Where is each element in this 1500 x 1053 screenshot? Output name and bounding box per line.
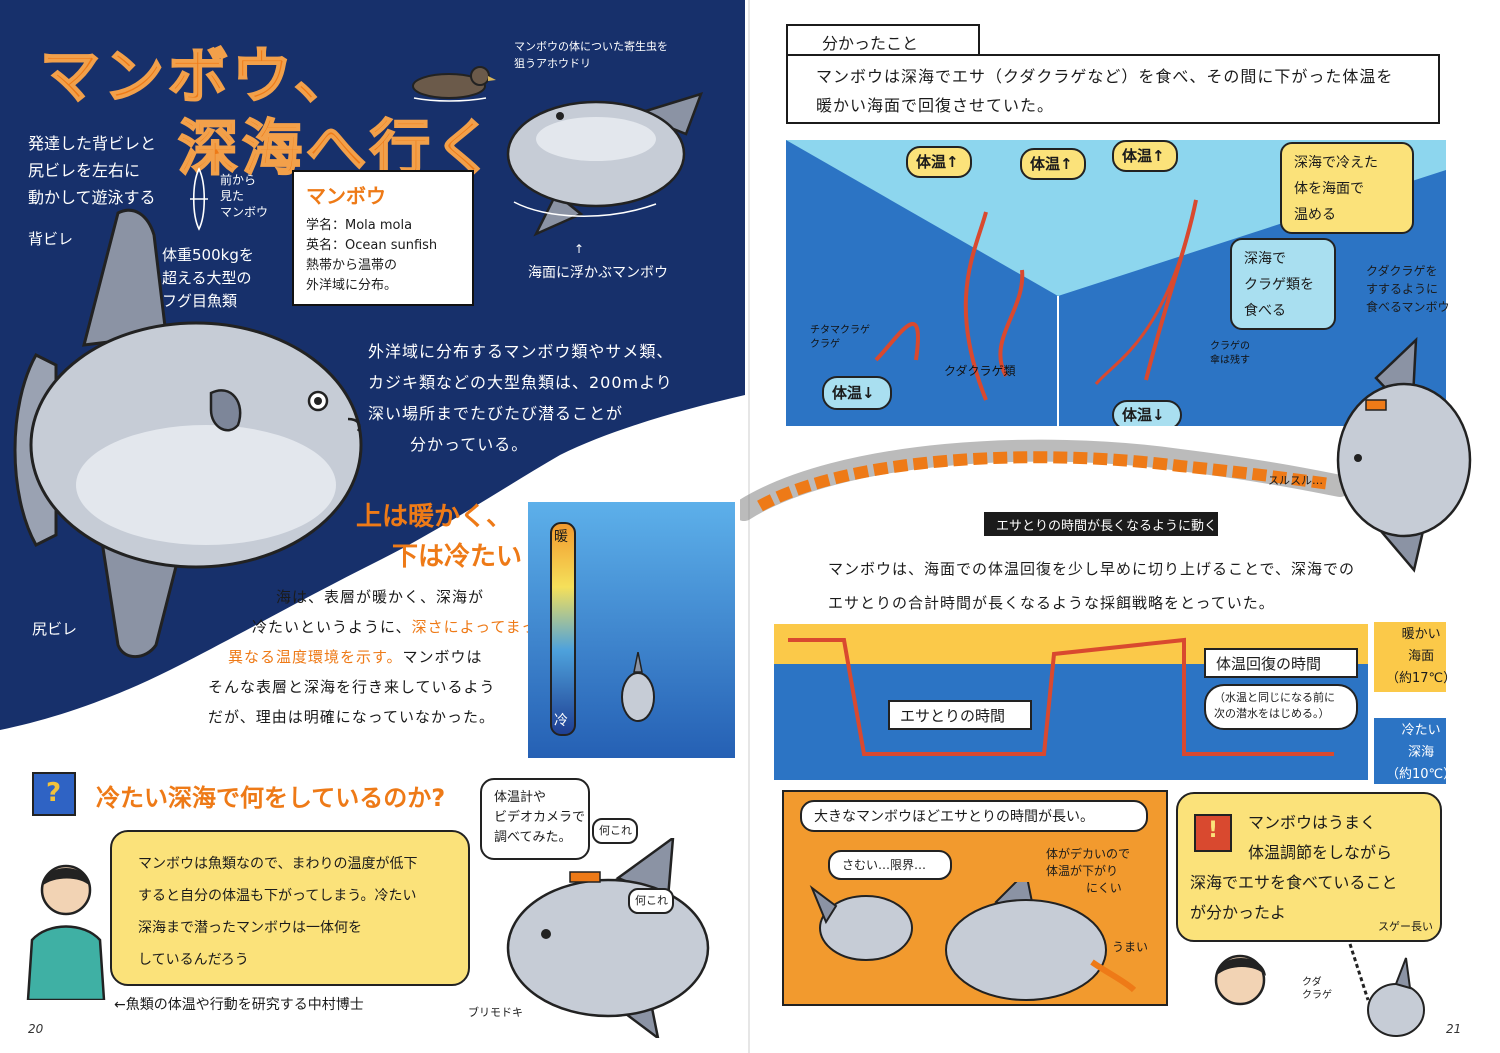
so-long-note: スゲー長い (1378, 920, 1433, 933)
slurp-sound: スルスル… (1268, 474, 1323, 487)
question-bubble-text: マンボウは魚類なので、まわりの温度が低下 すると自分の体温も下がってしまう。冷た… (138, 856, 418, 968)
strategy-text: マンボウは、海面での体温回復を少し早めに切り上げることで、深海での エサとりの合… (828, 560, 1355, 612)
scientist-face-icon (1214, 954, 1266, 1006)
found-text: マンボウは深海でエサ（クダクラゲなど）を食べ、その間に下がった体温を 暖かい海面… (816, 67, 1394, 115)
bigger-sunfish-panel: 大きなマンボウほどエサとりの時間が長い。 さむい…限界… 体がデカいので 体温が… (782, 790, 1168, 1006)
front-view-note: 前から 見た マンボウ (220, 173, 269, 219)
instrument-bubble-text: 体温計や ビデオカメラで 調べてみた。 (494, 790, 586, 845)
conclusion-text: マンボウはうまく 体温調節をしながら 深海でエサを食べていること が分かったよ (1190, 813, 1398, 922)
ocean-depth-panel: 暖 冷 (528, 502, 735, 758)
floating-note: 海面に浮かぶマンボウ (528, 265, 668, 281)
question-bubble: マンボウは魚類なので、まわりの温度が低下 すると自分の体温も下がってしまう。冷た… (110, 830, 470, 986)
instrument-bubble: 体温計や ビデオカメラで 調べてみた。 (480, 778, 590, 860)
sunfish-info-box: マンボウ 学名：Mola mola 英名：Ocean sunfish 熱帯から温… (292, 170, 474, 306)
yummy-note: うまい (1112, 940, 1149, 954)
siphonophore-illustration (740, 336, 1472, 573)
diving-diagram: 体温↑ 体温↑ 体温↑ 体温↓ 体温↓ 深海で冷えた 体を海面で 温める 深海で… (786, 140, 1446, 426)
slurp-note: クダクラゲを すするように 食べるマンボウ (1366, 264, 1450, 314)
page-gutter (748, 0, 750, 1053)
cold-limit-bubble: さむい…限界… (828, 850, 952, 880)
fins-note: 発達した背ビレと 尻ビレを左右に 動かして遊泳する (28, 134, 157, 207)
warm-cold-title-2: 下は冷たい (392, 542, 523, 572)
ocean-temperature-text: 海は、表層が暖かく、深海が 冷たいというように、深さによってまったく 異なる温度… (208, 588, 570, 726)
eat-callout: 深海で クラゲ類を 食べる (1230, 238, 1336, 330)
scientist-avatar (26, 864, 106, 1000)
strategy-banner: エサとりの時間が長くなるように動く (984, 512, 1218, 536)
info-lines: 学名：Mola mola 英名：Ocean sunfish 熱帯から温帯の 外洋… (306, 218, 438, 293)
thermometer-cold-label: 冷 (554, 713, 568, 729)
temp-down-bubble-1: 体温↓ (822, 376, 892, 410)
recovery-label-box: 体温回復の時間 (1204, 648, 1358, 678)
thermometer (550, 522, 576, 736)
tagged-sunfish-illustration (506, 838, 710, 1038)
diving-sunfish-icon (621, 652, 655, 722)
conclusion-bubble: ! マンボウはうまく 体温調節をしながら 深海でエサを食べていること が分かった… (1176, 792, 1442, 942)
question-title: 冷たい深海で何をしているのか? (96, 784, 446, 812)
up-arrow-icon: ↑ (574, 242, 585, 256)
large-sunfish-illustration (13, 208, 363, 659)
weight-note: 体重500kgを 超える大型の フグ目魚類 (162, 246, 254, 310)
page-number-left: 20 (28, 1022, 44, 1036)
found-box: マンボウは深海でエサ（クダクラゲなど）を食べ、その間に下がった体温を 暖かい海面… (786, 54, 1440, 124)
temp-down-bubble-2: 体温↓ (1112, 400, 1182, 426)
info-heading: マンボウ (306, 184, 386, 208)
siphonophore-label: クダクラゲ類 (944, 364, 1016, 378)
thermometer-warm-label: 暖 (554, 529, 568, 545)
temp-up-bubble-1: 体温↑ (906, 146, 972, 178)
small-sunfish-with-chain (1348, 943, 1425, 1037)
feeding-label-box: エサとりの時間 (888, 700, 1032, 730)
what-bubble-1: 何これ (592, 818, 638, 844)
small-and-big-sunfish (809, 882, 1136, 1001)
pilotfish-label: ブリモドキ (468, 1006, 523, 1019)
temp-up-bubble-3: 体温↑ (1112, 140, 1178, 172)
front-view-sunfish-icon (190, 167, 208, 231)
cold-deep-legend: 冷たい 深海 （約10℃） (1374, 718, 1456, 784)
bigger-title-bubble: 大きなマンボウほどエサとりの時間が長い。 (800, 800, 1148, 832)
dorsal-fin-label: 背ビレ (28, 230, 74, 248)
timeline-path (788, 637, 1334, 756)
kuda-label: クダ クラゲ (1302, 977, 1332, 1001)
albatross-note: マンボウの体についた寄生虫を 狙うアホウドリ (514, 40, 668, 70)
what-bubble-2: 何これ (628, 888, 674, 914)
warm-surface-legend: 暖かい 海面 （約17℃） (1374, 622, 1456, 692)
floating-sunfish-illustration (506, 92, 704, 237)
warm-callout: 深海で冷えた 体を海面で 温める (1280, 142, 1414, 234)
albatross-illustration (412, 66, 496, 102)
deep-diving-text: 外洋域に分布するマンボウ類やサメ類、 カジキ類などの大型魚類は、200mより 深… (368, 342, 674, 454)
page-number-right: 21 (1446, 1022, 1462, 1036)
comb-jelly-label: チタマクラゲ クラゲ (810, 325, 870, 350)
temp-up-bubble-2: 体温↑ (1020, 148, 1086, 180)
exclamation-icon: ! (1194, 814, 1232, 852)
hard-to-cool-note: 体がデカいので 体温が下がり にくい (1046, 847, 1131, 895)
jelly-left-label: クラゲの 傘は残す (1210, 341, 1250, 366)
title-line1: マンボウ、 (39, 41, 359, 113)
anal-fin-label: 尻ビレ (32, 620, 78, 638)
dive-note-box: （水温と同じになる前に 次の潜水をはじめる。） (1204, 684, 1358, 730)
timeline-diagram: 体温回復の時間 エサとりの時間 （水温と同じになる前に 次の潜水をはじめる。） (774, 624, 1368, 780)
question-icon: ? (32, 772, 76, 816)
scientist-caption: ←魚類の体温や行動を研究する中村博士 (114, 997, 364, 1013)
found-tab: 分かったこと (786, 24, 980, 56)
warm-cold-title-1: 上は暖かく、 (356, 502, 513, 532)
